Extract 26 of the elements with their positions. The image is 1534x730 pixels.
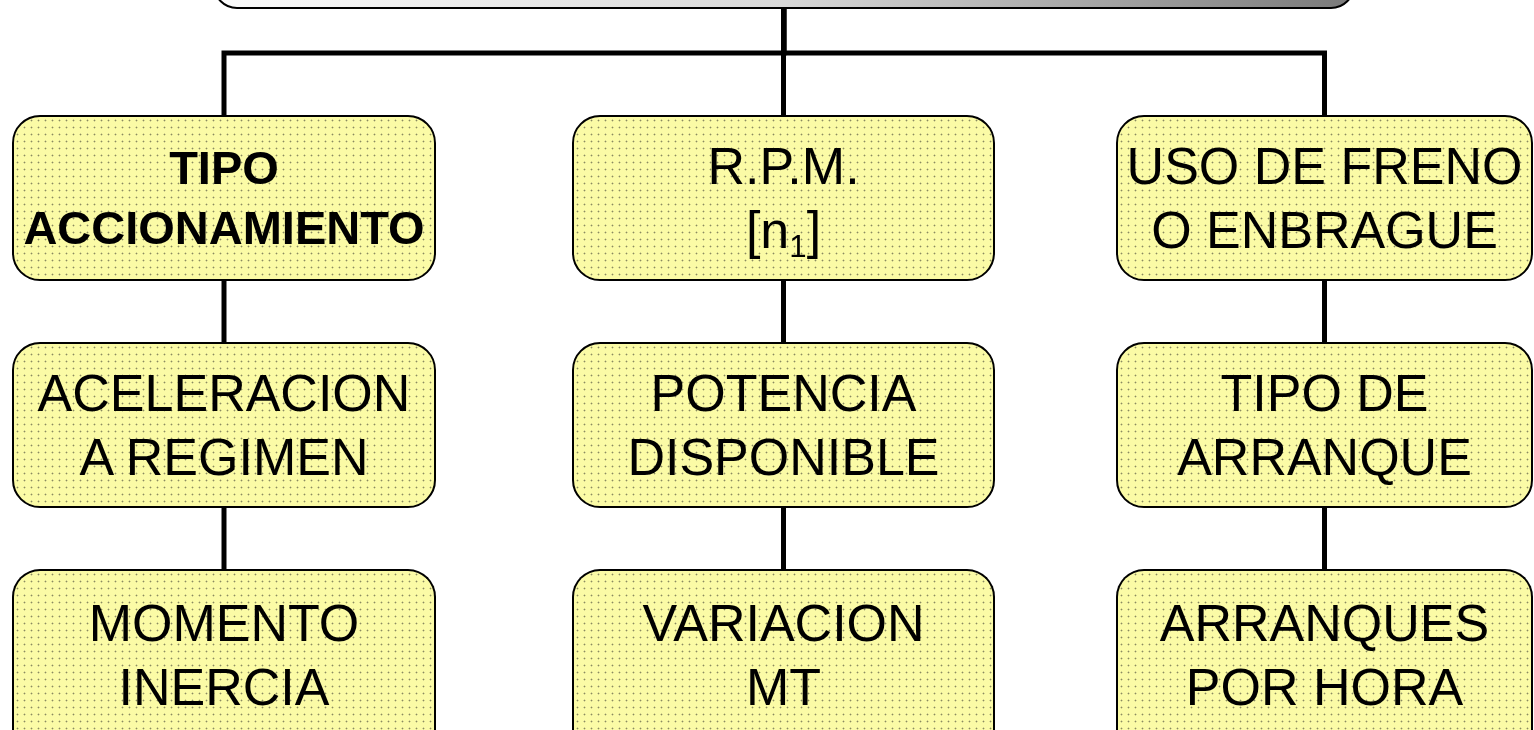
connector-line (1322, 281, 1327, 342)
connector-line (221, 281, 227, 342)
category-box (12, 342, 436, 508)
box-label: TIPO ACCIONAMIENTO (22, 140, 426, 256)
category-box (572, 342, 995, 508)
category-box (1116, 342, 1533, 508)
box-label: POTENCIA DISPONIBLE (626, 363, 941, 488)
connector-line (781, 281, 786, 342)
category-box (12, 569, 436, 730)
category-box (1116, 115, 1533, 281)
category-box (572, 115, 995, 281)
category-box (572, 569, 995, 730)
connector-line (221, 508, 227, 569)
box-label: USO DE FRENO O ENBRAGUE (1125, 136, 1524, 261)
box-label: R.P.M. [n$_{1}$] (706, 136, 861, 262)
connector-line (781, 9, 1327, 115)
connector-line (781, 9, 786, 115)
category-box (1116, 569, 1533, 730)
category-box (12, 115, 436, 281)
connector-line (781, 508, 786, 569)
connector-line (1322, 508, 1327, 569)
box-label: MOMENTO INERCIA (87, 593, 361, 718)
box-label: VARIACION MT (641, 593, 926, 718)
box-label: TIPO DE ARRANQUE (1176, 363, 1473, 488)
box-label: ACELERACION A REGIMEN (36, 363, 412, 488)
box-label: ARRANQUES POR HORA (1158, 593, 1491, 718)
